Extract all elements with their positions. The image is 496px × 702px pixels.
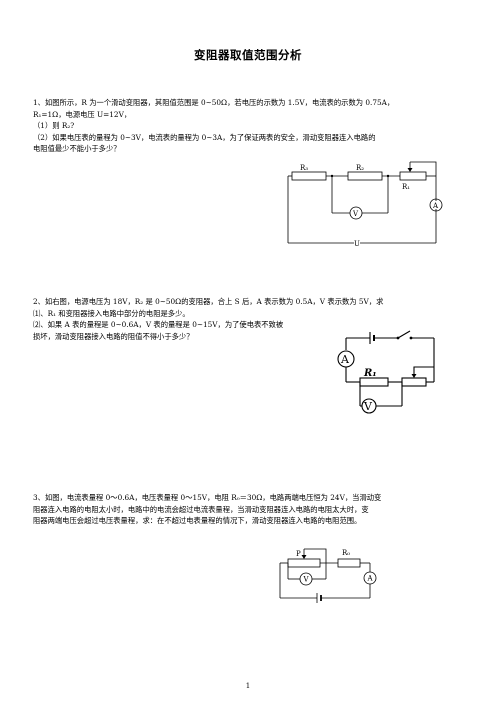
resistor-r1 xyxy=(359,377,389,387)
label-r1: R₁ xyxy=(363,368,377,379)
q3-line-3: 阻器两端电压会超过电压表量程，求：在不超过电表量程的情况下，滑动变阻器连入电路的… xyxy=(33,516,362,525)
label-r3: R₃ xyxy=(300,164,308,172)
circuit-diagram-1: R₃ R₂ R₁ V A U xyxy=(287,161,443,248)
slider-wire xyxy=(410,161,437,176)
slider-wire xyxy=(413,366,434,374)
q2-line-3: ⑵、如果 A 表的量程是 0~0.6A，V 表的量程是 0~15V，为了使电表不… xyxy=(33,320,284,329)
q3-line-2: 阻器连入电路的电阻太小时，电路中的电流会超过电流表量程，当滑动变阻器连入电路的电… xyxy=(33,504,369,514)
q2-line-4: 损坏，滑动变阻器接入电路的阻值不得小于多少？ xyxy=(33,331,194,341)
label-ammeter: A xyxy=(340,353,350,366)
q3-line-1: 3、如图，电流表量程 0～0.6A，电压表量程 0～15V，电阻 R₀＝30Ω，… xyxy=(33,493,382,502)
junction-dot xyxy=(386,174,390,178)
switch-s xyxy=(397,330,411,339)
resistor-r2 xyxy=(347,171,383,181)
q1-line-1: 1、如图所示，R 为一个滑动变阻器，其阻值范围是 0~50Ω，若电压的示数为 1… xyxy=(33,98,395,107)
slider-arrowhead xyxy=(411,374,417,378)
q1-line-4: （2）如果电压表的量程为 0~3V，电流表的量程为 0~3A，为了保证两表的安全… xyxy=(33,132,376,142)
q1-line-2: R₁=1Ω，电源电压 U=12V， xyxy=(33,109,132,119)
ammeter-1 xyxy=(429,198,443,212)
rheostat-r2 xyxy=(401,377,427,387)
q2-line-1: 2、如右图，电源电压为 18V，R₂ 是 0~50Ω的变阻器，合上 S 后，A … xyxy=(33,297,384,306)
label-voltmeter: V xyxy=(352,210,359,218)
q1-line-5: 电阻值最少不能小于多少？ xyxy=(33,144,121,153)
resistor-r0 xyxy=(337,558,361,568)
label-r0: R₀ xyxy=(342,549,350,557)
label-voltmeter: V xyxy=(363,400,373,413)
circuit-diagram-3: P R₀ V A xyxy=(279,548,377,603)
q1-line-3: （1）则 R₂? xyxy=(33,121,75,130)
question-2-text: 2、如右图，电源电压为 18V，R₂ 是 0~50Ω的变阻器，合上 S 后，A … xyxy=(33,296,465,342)
label-ammeter: A xyxy=(367,575,374,583)
label-voltmeter: V xyxy=(303,576,310,584)
rheostat xyxy=(287,558,321,568)
label-r2: R₂ xyxy=(356,164,364,172)
question-3-text: 3、如图，电流表量程 0～0.6A，电压表量程 0～15V，电阻 R₀＝30Ω，… xyxy=(33,492,465,527)
resistor-r3 xyxy=(291,171,327,181)
label-slider-p: P xyxy=(296,550,301,558)
slider-wire xyxy=(304,548,327,563)
label-ammeter: A xyxy=(432,202,439,210)
q2-line-2: ⑴、R₁ 和变阻器接入电路中部分的电阻是多少。 xyxy=(33,308,190,318)
switch-contact xyxy=(396,336,400,340)
label-source-u: U xyxy=(354,240,360,248)
junction-dot xyxy=(330,174,334,178)
question-1-text: 1、如图所示，R 为一个滑动变阻器，其阻值范围是 0~50Ω，若电压的示数为 1… xyxy=(33,97,465,155)
slider-arrowhead xyxy=(407,168,413,172)
label-r1: R₁ xyxy=(402,183,410,191)
resistor-r1 xyxy=(399,171,427,181)
slider-arrowhead xyxy=(301,555,307,559)
page-title: 变阻器取值范围分析 xyxy=(194,48,302,62)
page-number: 1 xyxy=(245,682,251,690)
circuit-diagram-2: A R₁ V xyxy=(337,330,435,414)
switch-contact xyxy=(409,336,413,340)
